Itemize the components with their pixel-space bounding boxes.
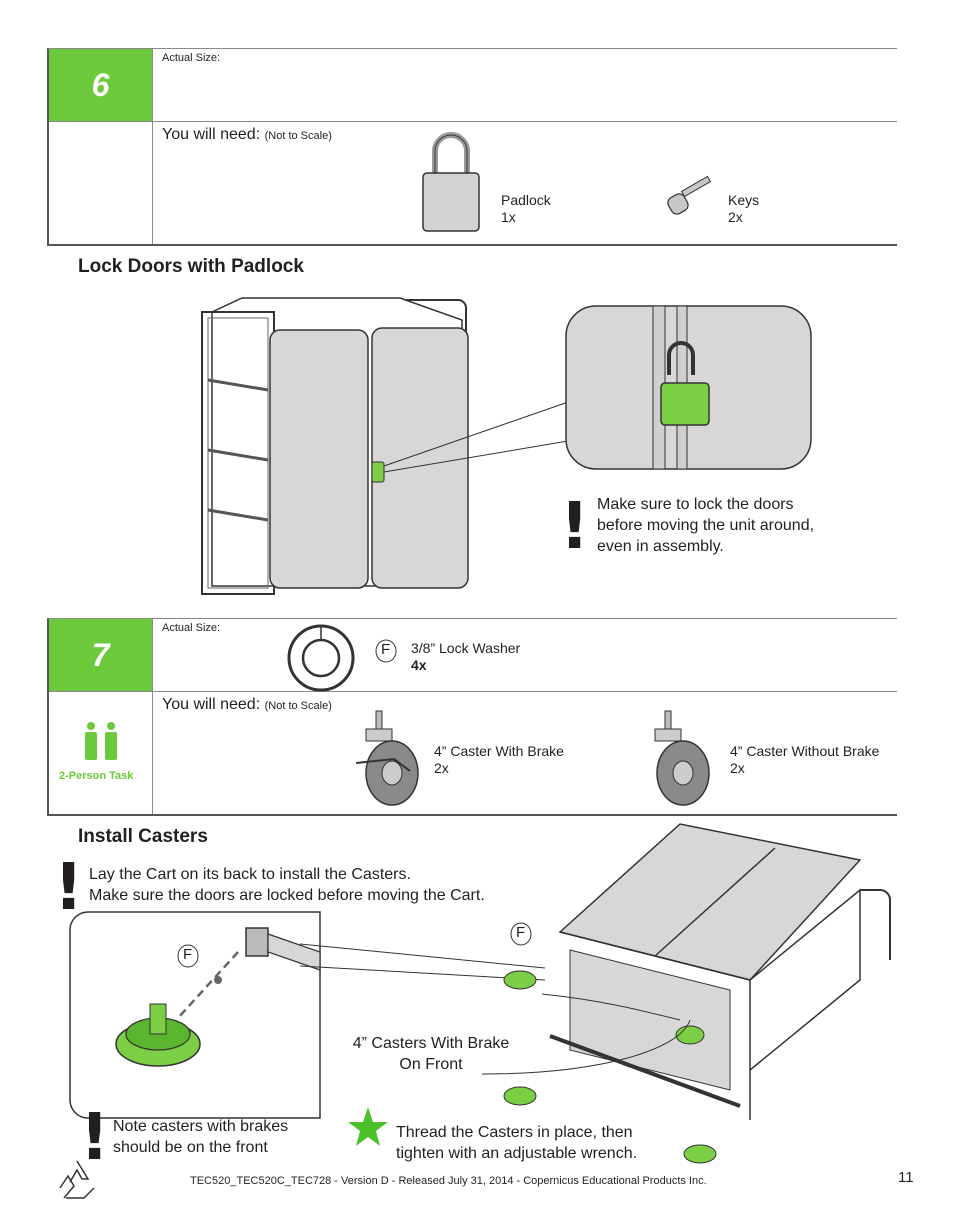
- part-letter: F: [381, 641, 391, 658]
- lay-cart-warning: Lay the Cart on its back to install the …: [89, 864, 485, 906]
- warning-line: even in assembly.: [597, 538, 724, 555]
- item-qty: 2x: [730, 760, 745, 776]
- two-person-task-label: 2-Person Task: [59, 770, 134, 782]
- footer-text: TEC520_TEC520C_TEC728 - Version D - Rele…: [190, 1175, 707, 1187]
- key-icon: [667, 175, 712, 215]
- warning-line: Make sure to lock the doors: [597, 496, 794, 513]
- page-number: 11: [898, 1169, 914, 1186]
- step-number: 6: [49, 49, 152, 121]
- callout-letter: F: [516, 924, 526, 941]
- step-7-header: 7 Actual Size: F 3/8” Lock Washer 4x You…: [47, 618, 897, 816]
- casters-front-note: 4” Casters With Brake On Front: [341, 1033, 521, 1075]
- part-qty: 4x: [411, 657, 427, 673]
- recycle-icon: [59, 1160, 95, 1199]
- item-name: 4” Caster Without Brake: [730, 743, 880, 759]
- step-number: 7: [49, 619, 152, 691]
- note-line: should be on the front: [113, 1139, 268, 1156]
- part-letter-circle-icon: [510, 922, 532, 946]
- step-6-heading: Lock Doors with Padlock: [78, 256, 304, 277]
- item-name: Padlock: [501, 192, 551, 208]
- you-will-need-text: You will need:: [162, 696, 261, 713]
- step-6-header: 6 Actual Size: You will need: (Not to Sc…: [47, 48, 897, 246]
- caster-with-brake-icon: [355, 710, 419, 806]
- brake-note: Note casters with brakes should be on th…: [113, 1116, 288, 1158]
- lock-washer-label: 3/8” Lock Washer 4x: [411, 640, 520, 674]
- item-qty: 1x: [501, 209, 516, 225]
- not-to-scale-text: (Not to Scale): [264, 130, 332, 142]
- divider: [152, 619, 153, 814]
- padlock-label: Padlock 1x: [501, 192, 551, 226]
- not-to-scale-text: (Not to Scale): [264, 700, 332, 712]
- star-icon: [348, 1107, 388, 1146]
- tip-line: Thread the Casters in place, then: [396, 1124, 633, 1141]
- warning-line: Lay the Cart on its back to install the …: [89, 866, 411, 883]
- warning-line: Make sure the doors are locked before mo…: [89, 887, 485, 904]
- caster-with-brake-label: 4” Caster With Brake 2x: [434, 743, 564, 777]
- item-name: 4” Caster With Brake: [434, 743, 564, 759]
- item-qty: 2x: [434, 760, 449, 776]
- callout-letter: F: [183, 946, 193, 963]
- two-person-icon: [85, 722, 117, 760]
- you-will-need-label: You will need: (Not to Scale): [162, 126, 332, 144]
- you-will-need-label: You will need: (Not to Scale): [162, 696, 332, 714]
- actual-size-label: Actual Size:: [162, 622, 221, 634]
- cart-illustration: [201, 297, 575, 595]
- you-will-need-text: You will need:: [162, 126, 261, 143]
- divider: [152, 49, 153, 244]
- front-note-arrow: [481, 993, 691, 1075]
- item-name: Keys: [728, 192, 760, 208]
- note-line: On Front: [399, 1056, 463, 1073]
- keys-label: Keys 2x: [728, 192, 759, 226]
- warning-line: before moving the unit around,: [597, 517, 815, 534]
- cart-on-back-illustration: [503, 823, 891, 1164]
- caster-without-brake-icon: [654, 710, 710, 806]
- part-name: 3/8” Lock Washer: [411, 640, 521, 656]
- warning-exclamation: !: [80, 1101, 110, 1175]
- padlock-icon: [422, 132, 480, 232]
- lock-washer-icon: [287, 624, 355, 692]
- step-7-heading: Install Casters: [78, 826, 208, 847]
- caster-zoom-callout: [69, 911, 321, 1119]
- tip-line: tighten with an adjustable wrench.: [396, 1145, 638, 1162]
- part-letter-circle-icon: [177, 944, 199, 968]
- item-qty: 2x: [728, 209, 743, 225]
- padlock-zoom-callout: [565, 305, 812, 470]
- part-letter-circle-icon: [375, 639, 397, 663]
- thread-casters-tip: Thread the Casters in place, then tighte…: [396, 1122, 637, 1164]
- note-line: Note casters with brakes: [113, 1118, 289, 1135]
- actual-size-label: Actual Size:: [162, 52, 221, 64]
- note-line: 4” Casters With Brake: [352, 1035, 510, 1052]
- lock-doors-warning: Make sure to lock the doors before movin…: [597, 494, 814, 557]
- divider: [49, 121, 897, 122]
- warning-exclamation: !: [560, 490, 590, 564]
- divider: [49, 691, 897, 692]
- caster-without-brake-label: 4” Caster Without Brake 2x: [730, 743, 879, 777]
- warning-exclamation: !: [54, 851, 84, 925]
